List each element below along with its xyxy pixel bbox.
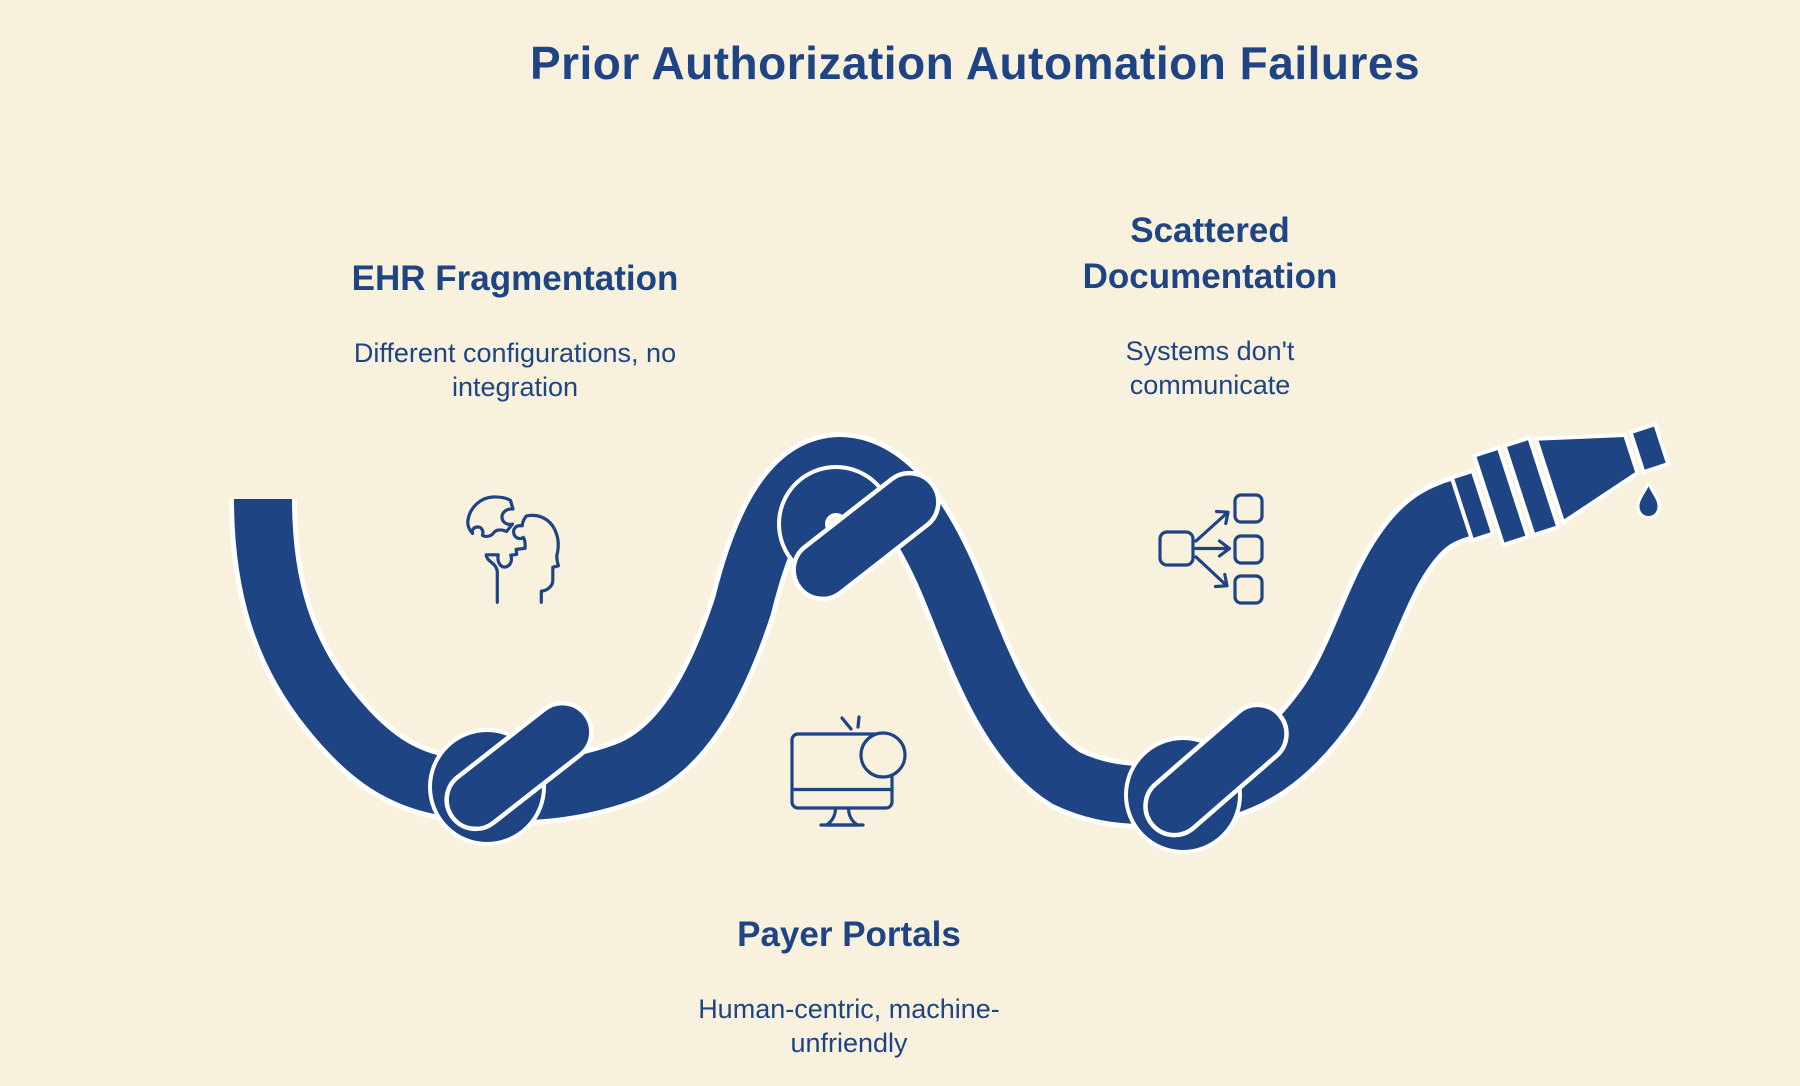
description-line: integration [451, 372, 579, 402]
source-box [1158, 530, 1195, 567]
target-box [1233, 493, 1264, 524]
scatter-distribution-icon [1158, 493, 1264, 605]
monitor-alert-icon [790, 715, 907, 827]
section-description: Different configurations, no integration [215, 336, 815, 404]
section-heading: EHR Fragmentation [215, 256, 815, 302]
heading-line: Scattered [1130, 211, 1290, 250]
knot-capsule [444, 700, 594, 832]
nozzle-tip [1627, 421, 1671, 475]
page-title: Prior Authorization Automation Failures [529, 37, 1421, 89]
nozzle-cone [1533, 432, 1640, 526]
notification-bubble [859, 731, 907, 779]
rope-knot-2 [777, 465, 941, 602]
puzzle-cap-piece [466, 495, 515, 538]
section-ehr-fragmentation: EHR Fragmentation Different configuratio… [215, 256, 815, 404]
heading-line: Payer Portals [737, 915, 961, 954]
description-line: communicate [1129, 370, 1291, 400]
fragmented-head-icon [466, 495, 561, 604]
water-drop-icon [1636, 482, 1661, 520]
alert-sparks [840, 715, 861, 731]
arrow-down-right [1194, 555, 1229, 589]
nozzle-collar-ring [1471, 445, 1531, 548]
nozzle-collar-ring [1449, 468, 1496, 543]
hose-nozzle [1449, 421, 1671, 548]
monitor-stand [824, 806, 860, 827]
description-line: Different configurations, no [353, 338, 677, 368]
knot-capsule [791, 470, 941, 602]
neck-puzzle-piece [484, 546, 527, 604]
section-description: Human-centric, machine- unfriendly [549, 992, 1149, 1060]
nozzle-collar-ring [1502, 435, 1561, 538]
heading-line: EHR Fragmentation [351, 259, 679, 298]
hose-body [234, 436, 1478, 825]
section-payer-portals: Payer Portals Human-centric, machine- un… [549, 912, 1149, 1060]
description-line: Systems don't [1125, 336, 1295, 366]
section-heading: Scattered Documentation [910, 208, 1510, 300]
section-scattered-documentation: Scattered Documentation Systems don't co… [910, 208, 1510, 402]
rope-knot-3 [1124, 702, 1289, 854]
heading-line: Documentation [1082, 257, 1338, 296]
tangled-hose [229, 431, 1479, 830]
arrow-right [1194, 539, 1232, 558]
arrow-up-right [1194, 509, 1230, 543]
face-profile-piece [512, 513, 561, 604]
target-box [1233, 574, 1264, 605]
section-description: Systems don't communicate [910, 334, 1510, 402]
rope-knot-1 [428, 700, 594, 846]
description-line: unfriendly [790, 1028, 908, 1058]
section-heading: Payer Portals [549, 912, 1149, 958]
knot-capsule [1143, 702, 1289, 838]
description-line: Human-centric, machine- [698, 994, 1000, 1024]
target-box [1233, 534, 1264, 565]
